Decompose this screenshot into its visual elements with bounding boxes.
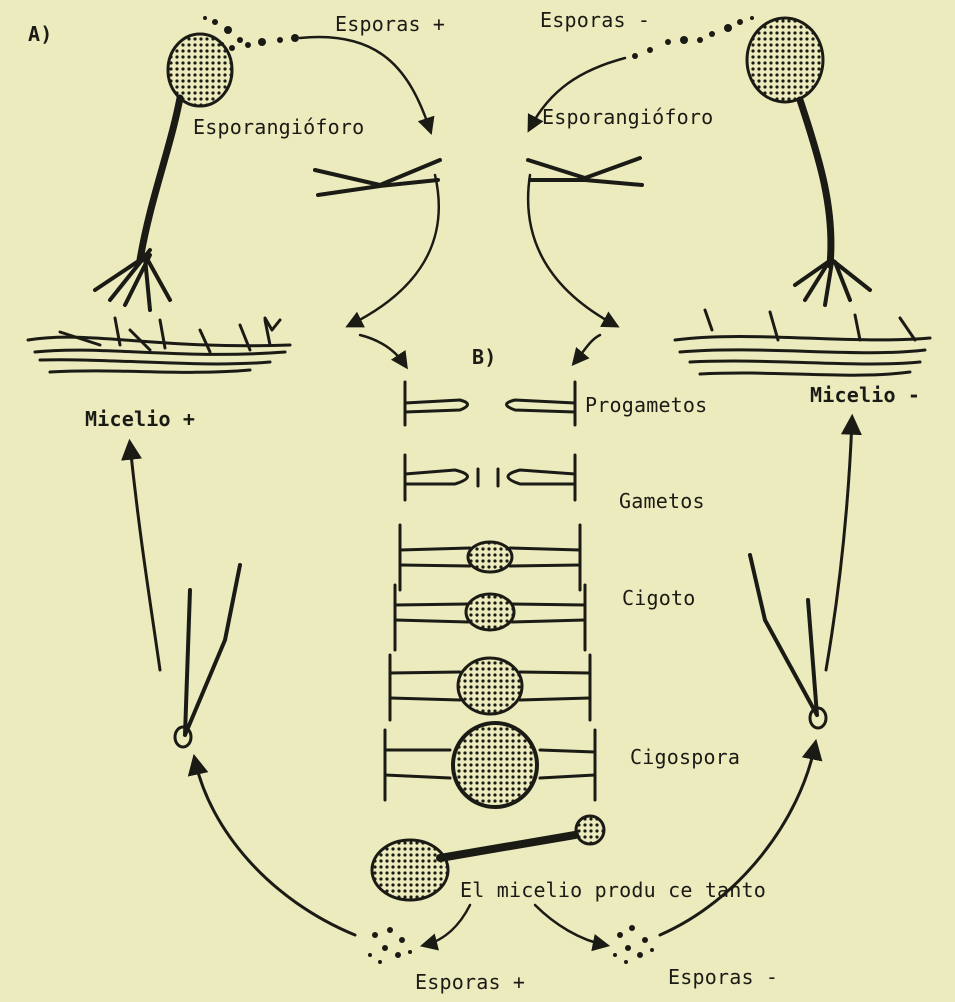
bottom-left-spores [368,927,412,964]
bottom-right-spores [613,925,654,964]
panel-a-label: A) [28,22,52,46]
right-germinating-spore [528,158,642,185]
right-germinated-spore [750,555,826,728]
spores-minus-top-label: Esporas - [540,8,650,32]
right-sporangium [747,18,870,305]
left-germinated-spore [175,565,240,747]
progametes-illustration [405,382,575,425]
progametes-label: Progametos [585,393,707,417]
spores-minus-bottom-label: Esporas - [668,965,778,989]
gametes-label: Gametos [619,489,705,513]
sporangiophore-right-label: Esporangióforo [542,105,713,129]
zygospore-illustration [385,723,595,807]
zygote-illustration-3 [390,655,590,720]
germination-caption: El micelio produ ce tanto [460,878,766,902]
zygote-illustration-2 [395,585,585,650]
left-germinating-spore [315,160,440,195]
gametes-illustration [405,455,575,500]
spores-plus-bottom-label: Esporas + [415,970,525,994]
right-mycelium [675,310,930,375]
mycelium-plus-label: Micelio + [85,407,195,431]
mycelium-minus-label: Micelio - [810,383,920,407]
zygote-label: Cigoto [622,586,695,610]
spores-plus-top-label: Esporas + [335,12,445,36]
left-mycelium [28,318,290,372]
panel-b-label: B) [472,345,496,369]
zygospore-label: Cigospora [630,745,740,769]
sporangiophore-left-label: Esporangióforo [193,115,364,139]
left-sporangium [95,34,232,310]
right-spores-stream [632,16,754,59]
zygote-illustration-1 [400,525,580,590]
